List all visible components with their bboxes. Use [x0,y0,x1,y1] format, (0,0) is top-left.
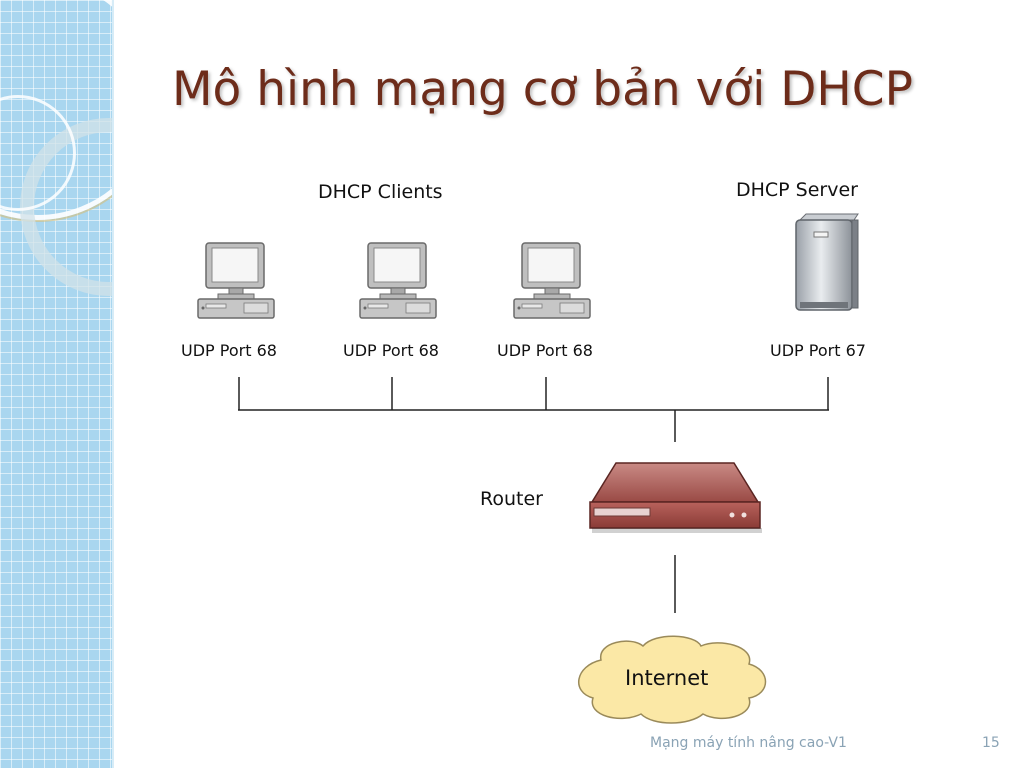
clients-label: DHCP Clients [318,181,443,203]
slide-title: Mô hình mạng cơ bản với DHCP [172,62,913,117]
internet-cloud-icon [577,635,767,724]
desktop-computer-icon [197,242,275,319]
server-port-label: UDP Port 67 [770,341,866,360]
internet-label: Internet [625,666,709,690]
client-port-label: UDP Port 68 [497,341,593,360]
page-number: 15 [982,735,1000,751]
slide-footer: Mạng máy tính nâng cao-V1 [650,735,847,751]
router-label: Router [480,488,543,510]
desktop-computer-icon [513,242,591,319]
client-port-label: UDP Port 68 [343,341,439,360]
client-port-label: UDP Port 68 [181,341,277,360]
server-tower-icon [795,213,859,311]
router-icon [589,462,762,533]
decorative-sidebar [0,0,114,768]
desktop-computer-icon [359,242,437,319]
server-label: DHCP Server [736,179,858,201]
